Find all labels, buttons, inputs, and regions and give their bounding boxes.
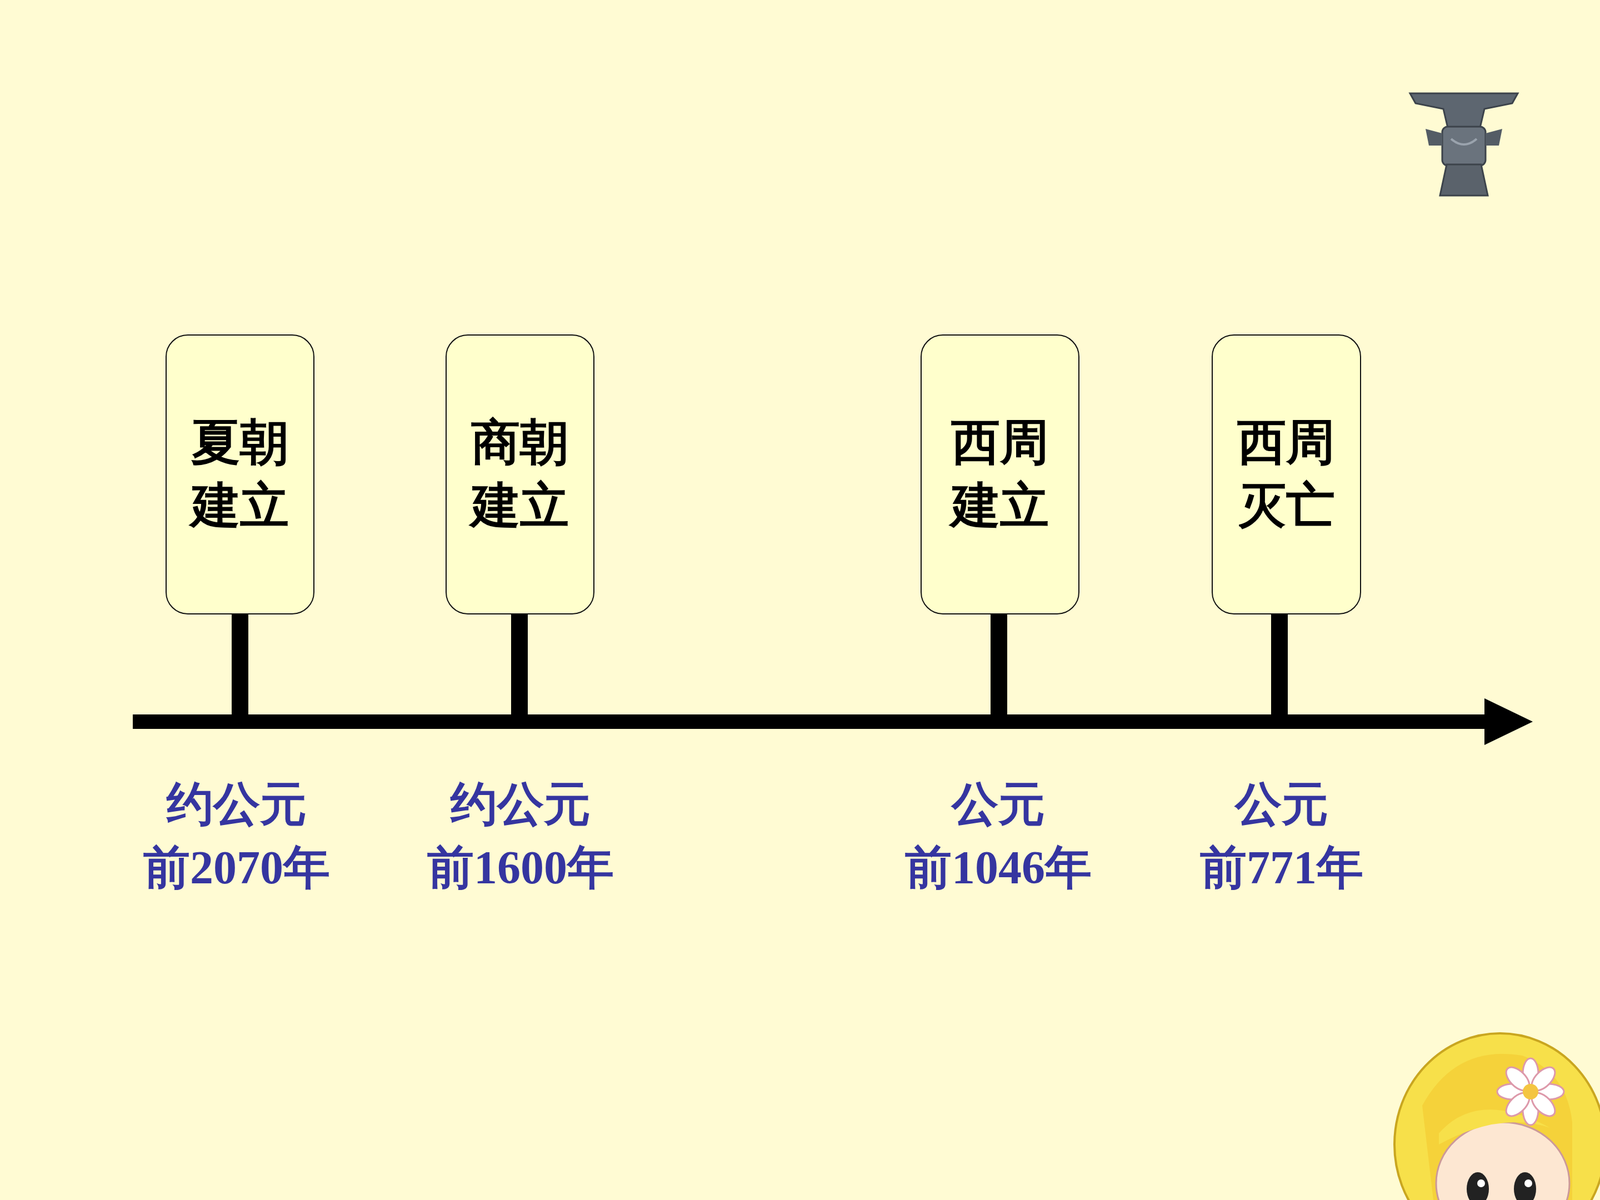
event-box: 西周 灭亡 bbox=[1211, 334, 1362, 615]
timeline-stem bbox=[511, 613, 528, 717]
event-box: 夏朝 建立 bbox=[165, 334, 315, 615]
event-text: 西周 灭亡 bbox=[1222, 411, 1350, 539]
timeline-stem bbox=[231, 613, 249, 717]
cartoon-girl bbox=[1394, 1033, 1600, 1200]
event-text: 夏朝 建立 bbox=[176, 411, 304, 539]
bronze-vessel bbox=[1410, 93, 1518, 196]
date-label: 约公元 前1600年 bbox=[411, 772, 631, 900]
date-label: 公元 前1046年 bbox=[888, 772, 1109, 900]
event-text: 商朝 建立 bbox=[456, 411, 584, 539]
date-label: 约公元 前2070年 bbox=[127, 772, 347, 900]
event-text: 西周 建立 bbox=[936, 411, 1064, 539]
timeline-stem bbox=[1271, 613, 1288, 717]
event-box: 商朝 建立 bbox=[445, 334, 595, 615]
timeline-stem bbox=[990, 613, 1008, 717]
date-label: 公元 前771年 bbox=[1172, 772, 1392, 900]
timeline-axis bbox=[132, 714, 1489, 729]
axis-arrowhead bbox=[1484, 698, 1533, 745]
event-box: 西周 建立 bbox=[920, 334, 1080, 615]
